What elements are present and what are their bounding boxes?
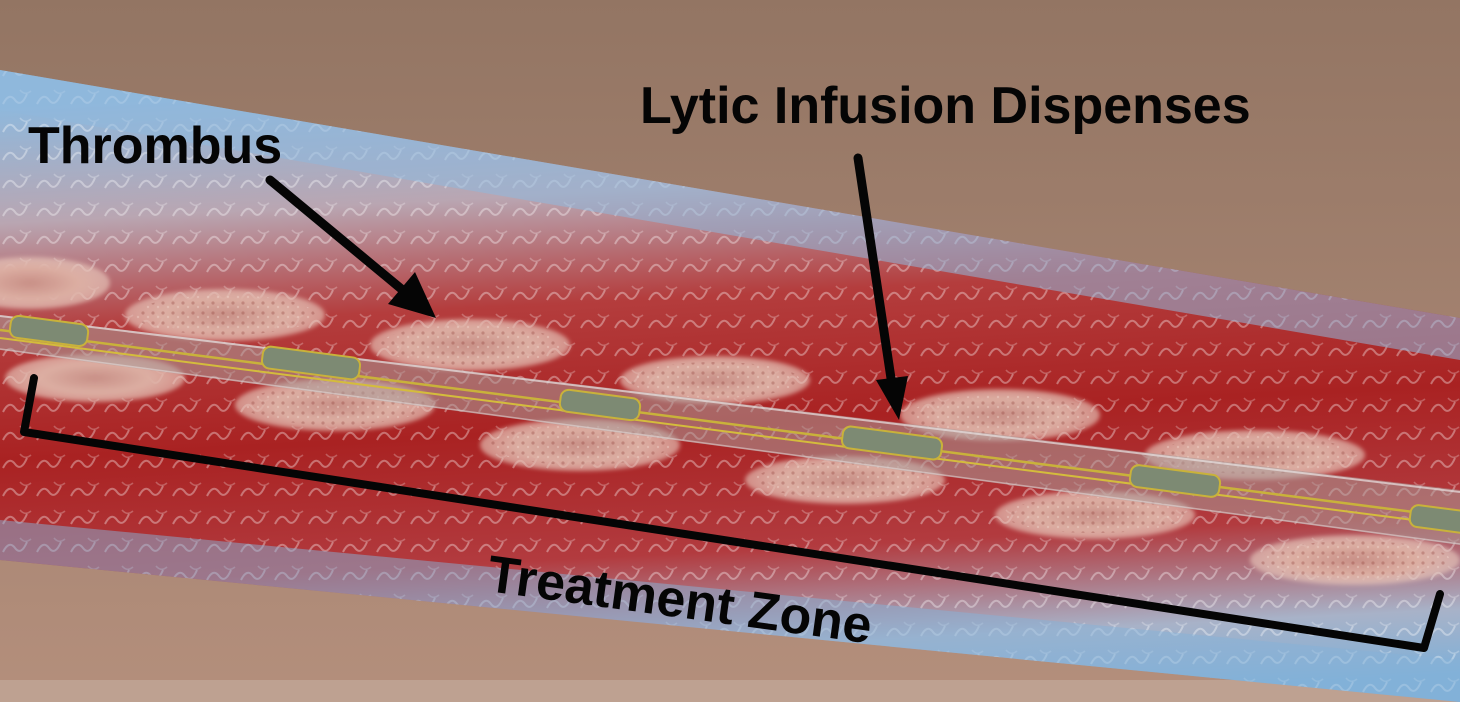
vessel-wall-bottom	[0, 520, 1460, 702]
vessel-wall-top	[0, 70, 1460, 360]
lytic-arrow	[853, 153, 908, 420]
infusion-catheter	[0, 314, 1460, 545]
bottom-band	[0, 680, 1460, 702]
thrombus-arrow	[265, 175, 436, 318]
treatment-zone-bracket	[20, 374, 1444, 652]
infusion-ports	[8, 314, 1460, 534]
lytic-infusion-label: Lytic Infusion Dispenses	[640, 77, 1251, 135]
thrombus-label: Thrombus	[28, 117, 283, 175]
